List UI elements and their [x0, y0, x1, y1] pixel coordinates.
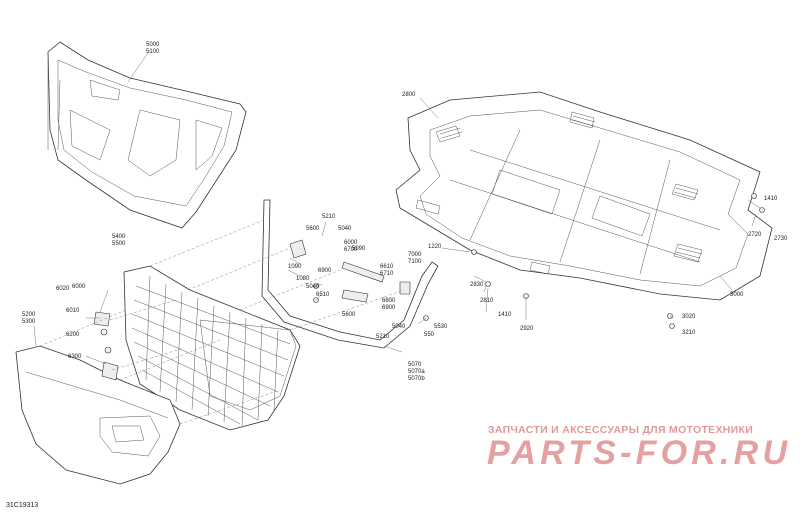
callout-label: 1410 [764, 196, 778, 202]
watermark-logo: PARTS-FOR.RU [487, 434, 788, 470]
callout-label: 5090 [352, 246, 366, 252]
callout-label: 2720 [748, 232, 762, 238]
alignment-lines [39, 219, 405, 425]
callout-label: 6300 [68, 354, 82, 360]
watermark-tagline: ЗАПЧАСТИ И АКСЕССУАРЫ ДЛЯ МОТОТЕХНИКИ [488, 424, 754, 436]
callout-label: 6510 [316, 292, 330, 298]
callout-label: 6020 [56, 286, 70, 292]
door-panel [47, 41, 247, 229]
callout-label: 5210 [376, 334, 390, 340]
callout-label: 3000 [730, 292, 744, 298]
skid-plate [395, 91, 773, 301]
callout-label: 1090 [288, 264, 302, 270]
callout-label: 2810 [480, 298, 494, 304]
callout-label: 5600 [306, 226, 320, 232]
callout-label: 5600 [342, 312, 356, 318]
callout-label: 2920 [520, 326, 534, 332]
callout-label: 5530 [434, 324, 448, 330]
front-grille [123, 265, 301, 431]
callout-label: 3020 [682, 314, 696, 320]
callout-label: 6900 [318, 268, 332, 274]
callout-label: 6000 [72, 284, 86, 290]
callout-label: 3210 [682, 330, 696, 336]
callout-label: 5040 [306, 284, 320, 290]
callout-leaders [33, 49, 761, 365]
callout-label: 6200 [66, 332, 80, 338]
callout-label: 5210 [322, 214, 336, 220]
callout-label: 2800 [402, 92, 416, 98]
watermark-brand: PARTS-FOR.RU [487, 434, 788, 470]
seal-strip [261, 199, 439, 349]
callout-label: 550 [424, 332, 435, 338]
callout-label: 5040 [392, 324, 406, 330]
callout-label: 5040 [338, 226, 352, 232]
callout-label: 2730 [774, 236, 788, 242]
callout-label: 1410 [498, 312, 512, 318]
callout-label: 1080 [296, 276, 310, 282]
front-bumper [15, 345, 181, 485]
figure-id: 31C19313 [6, 502, 39, 509]
callout-label: 2830 [470, 282, 484, 288]
callout-label: 6010 [66, 308, 80, 314]
callout-label: 1220 [428, 244, 442, 250]
latch-hardware [93, 193, 765, 381]
